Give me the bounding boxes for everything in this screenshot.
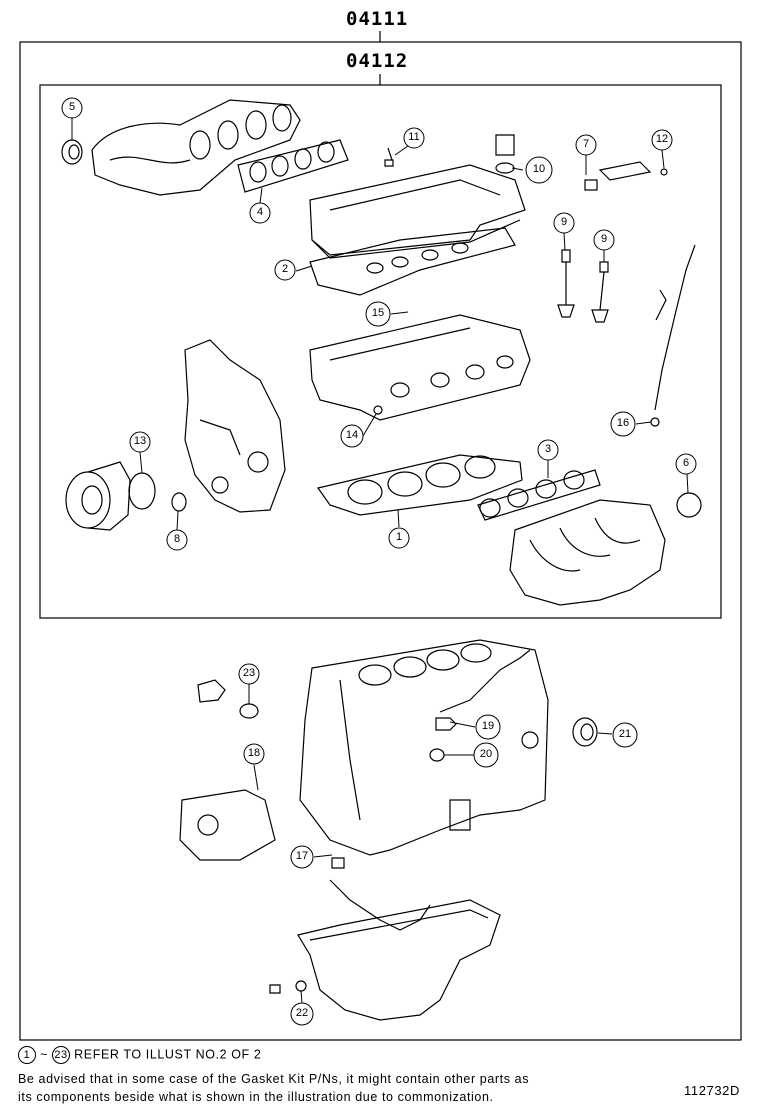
callout-label-12: 12 [655,133,669,145]
callout-label-23: 23 [242,667,256,679]
callout-4 [249,202,271,224]
illustration-id: 112732D [684,1083,741,1098]
callout-16 [610,411,636,437]
callout-17 [290,845,314,869]
intake-gasket-drawing [477,469,601,521]
callout-15 [365,301,391,327]
callout-9a [553,212,575,234]
callout-label-8: 8 [173,533,181,545]
outer-frame [19,41,742,1041]
callout-12 [651,129,673,151]
valve-cover-gasket-drawing [309,227,516,296]
range-separator: ~ [40,1047,48,1062]
callout-9b [593,229,615,251]
callout-8 [166,529,188,551]
callout-label-6: 6 [682,457,690,469]
head-gasket-drawing [316,454,523,516]
timing-cover-drawing [184,339,286,513]
callout-label-22: 22 [295,1007,309,1019]
range-end-badge: 23 [52,1046,71,1064]
callout-label-11: 11 [408,131,420,143]
intake-manifold-drawing [509,499,666,606]
callout-label-16: 16 [616,417,630,429]
refer-text: REFER TO ILLUST NO.2 OF 2 [74,1047,262,1062]
valve-cover-drawing [309,164,526,259]
callout-18 [243,743,265,765]
callout-label-9a: 9 [560,216,568,228]
callout-label-7: 7 [582,138,590,150]
range-start-badge: 1 [18,1046,36,1064]
kit-code-inner: 04112 [346,50,409,72]
callout-label-2: 2 [281,263,289,275]
callout-6 [675,453,697,475]
callout-label-3: 3 [544,443,552,455]
dipstick-drawing [654,244,696,411]
exhaust-manifold-drawing [91,99,301,196]
advisory-line-1: Be advised that in some case of the Gask… [18,1072,530,1086]
callout-label-4: 4 [256,206,264,218]
cylinder-head-drawing [309,314,531,421]
callout-label-18: 18 [247,747,261,759]
exhaust-gasket-drawing [237,139,349,193]
callout-label-1: 1 [395,531,403,543]
callout-label-17: 17 [295,850,309,862]
callout-label-19: 19 [481,720,495,732]
callout-label-9b: 9 [600,233,608,245]
callout-label-14: 14 [345,429,359,441]
callout-label-5: 5 [68,101,76,113]
callout-14 [340,424,364,448]
callout-1 [388,527,410,549]
exploded-parts-diagram [19,31,742,1041]
callout-10 [525,156,553,184]
callout-label-21: 21 [618,728,632,740]
callout-7 [575,134,597,156]
callout-22 [290,1002,314,1026]
callout-13 [129,431,151,453]
callout-2 [274,259,296,281]
inner-frame [39,84,722,619]
callout-label-20: 20 [479,748,493,760]
callout-19 [475,714,501,740]
water-pump-drawing [65,461,131,531]
advisory-line-2: its components beside what is shown in t… [18,1090,494,1104]
kit-code-outer: 04111 [346,8,409,30]
callout-21 [612,722,638,748]
callout-3 [537,439,559,461]
cylinder-block-drawing [299,639,549,856]
callout-23 [238,663,260,685]
callout-label-13: 13 [133,435,147,447]
callout-20 [473,742,499,768]
callout-11 [403,127,425,149]
oil-pan-drawing [297,899,501,1021]
refer-note: 1 ~ 23 REFER TO ILLUST NO.2 OF 2 [18,1046,261,1064]
callout-label-15: 15 [371,307,385,319]
callout-label-10: 10 [532,163,546,175]
callout-5 [61,97,83,119]
